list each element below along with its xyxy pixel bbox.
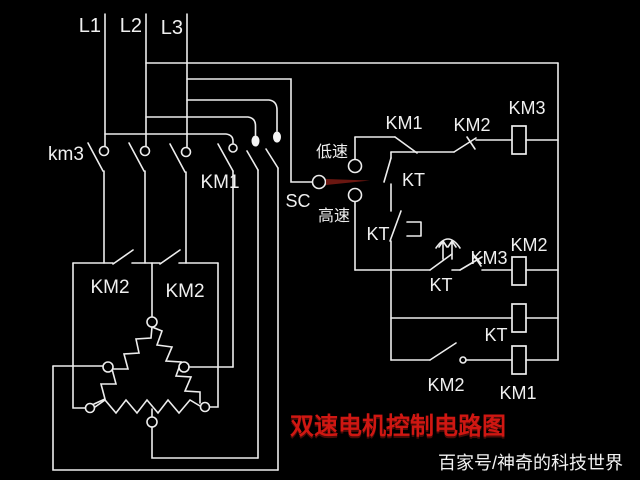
- winding-left: [93, 326, 153, 405]
- main-switch-contacts: [87, 131, 281, 471]
- star-short-bus: [72, 249, 219, 409]
- kt-upper-label: KT: [402, 170, 425, 190]
- motor-terminal-mid-left: [102, 361, 114, 373]
- km3-nc-contact: [459, 256, 483, 271]
- phase-lines: [104, 13, 559, 183]
- kt-coil-label: KT: [484, 325, 507, 345]
- selector-handle: [326, 179, 370, 185]
- km2-row4-label: KM2: [427, 375, 464, 395]
- contact-terminal: [228, 143, 238, 153]
- km3-coil-label: KM3: [508, 98, 545, 118]
- labels: L1 L2 L3 km3 KM1 KM2 KM2 低速 SC 高速 KM1 KM…: [48, 15, 547, 403]
- km2-star-label-a: KM2: [90, 277, 129, 298]
- motor-winding: [84, 262, 211, 428]
- km2-star-blade-b: [159, 249, 181, 265]
- km1-coil-label: KM1: [499, 383, 536, 403]
- kt-delay-arc-icon: [435, 238, 461, 260]
- selector-high-contact: [347, 187, 363, 203]
- contact-terminal: [180, 146, 192, 158]
- km1-no-contact: [394, 136, 418, 154]
- km3-main-label: km3: [48, 144, 84, 165]
- kt-coil: [511, 303, 527, 333]
- km1-main-label: KM1: [200, 172, 239, 193]
- speed-selector: [311, 136, 370, 271]
- km2-coil-label: KM2: [510, 235, 547, 255]
- km3-row2-label: KM3: [470, 248, 507, 268]
- km2-nc-contact: [453, 137, 477, 153]
- selector-pivot: [311, 174, 327, 190]
- km2-no-contact: [429, 342, 457, 361]
- kt-branch: [383, 151, 422, 361]
- contact-terminal: [139, 145, 151, 157]
- motor-terminal-apex: [146, 316, 158, 328]
- kt-row2-label: KT: [429, 275, 452, 295]
- winding-right: [151, 326, 201, 404]
- contact-terminal: [273, 131, 281, 143]
- motor-terminal-mid-right: [178, 361, 190, 373]
- motor-terminal-bottom-left: [84, 402, 96, 414]
- control-circuit: [354, 62, 559, 375]
- kt-lower-contact: [389, 210, 402, 242]
- kt-lower-label: KT: [366, 224, 389, 244]
- kt-delay-bracket-icon: [406, 221, 422, 237]
- km1-row1-label: KM1: [385, 113, 422, 133]
- high-speed-label: 高速: [318, 207, 350, 225]
- km3-coil: [511, 125, 527, 155]
- contact-terminal: [459, 356, 467, 364]
- motor-terminal-mid-bottom: [146, 416, 158, 428]
- km2-star-blade-a: [112, 249, 134, 265]
- sc-label: SC: [285, 191, 310, 211]
- km2-star-label-b: KM2: [165, 281, 204, 302]
- contact-terminal: [251, 135, 260, 147]
- motor-terminal-bottom-right: [199, 401, 211, 413]
- winding-bottom: [94, 398, 201, 415]
- km1-coil: [511, 345, 527, 375]
- kt-upper-contact: [383, 157, 392, 183]
- selector-low-contact: [347, 158, 363, 174]
- km2-row1-label: KM2: [453, 115, 490, 135]
- km2-coil: [511, 256, 527, 286]
- kt-timed-no-contact: [429, 253, 453, 271]
- low-speed-label: 低速: [316, 143, 348, 161]
- midpoint-links: [52, 365, 279, 471]
- watermark-text: 百家号/神奇的科技世界: [438, 453, 623, 473]
- contact-terminal: [98, 145, 110, 157]
- phase-label-l1: L1: [79, 15, 101, 37]
- phase-label-l3: L3: [161, 17, 183, 39]
- diagram-title: 双速电机控制电路图: [290, 413, 506, 440]
- phase-label-l2: L2: [120, 15, 142, 37]
